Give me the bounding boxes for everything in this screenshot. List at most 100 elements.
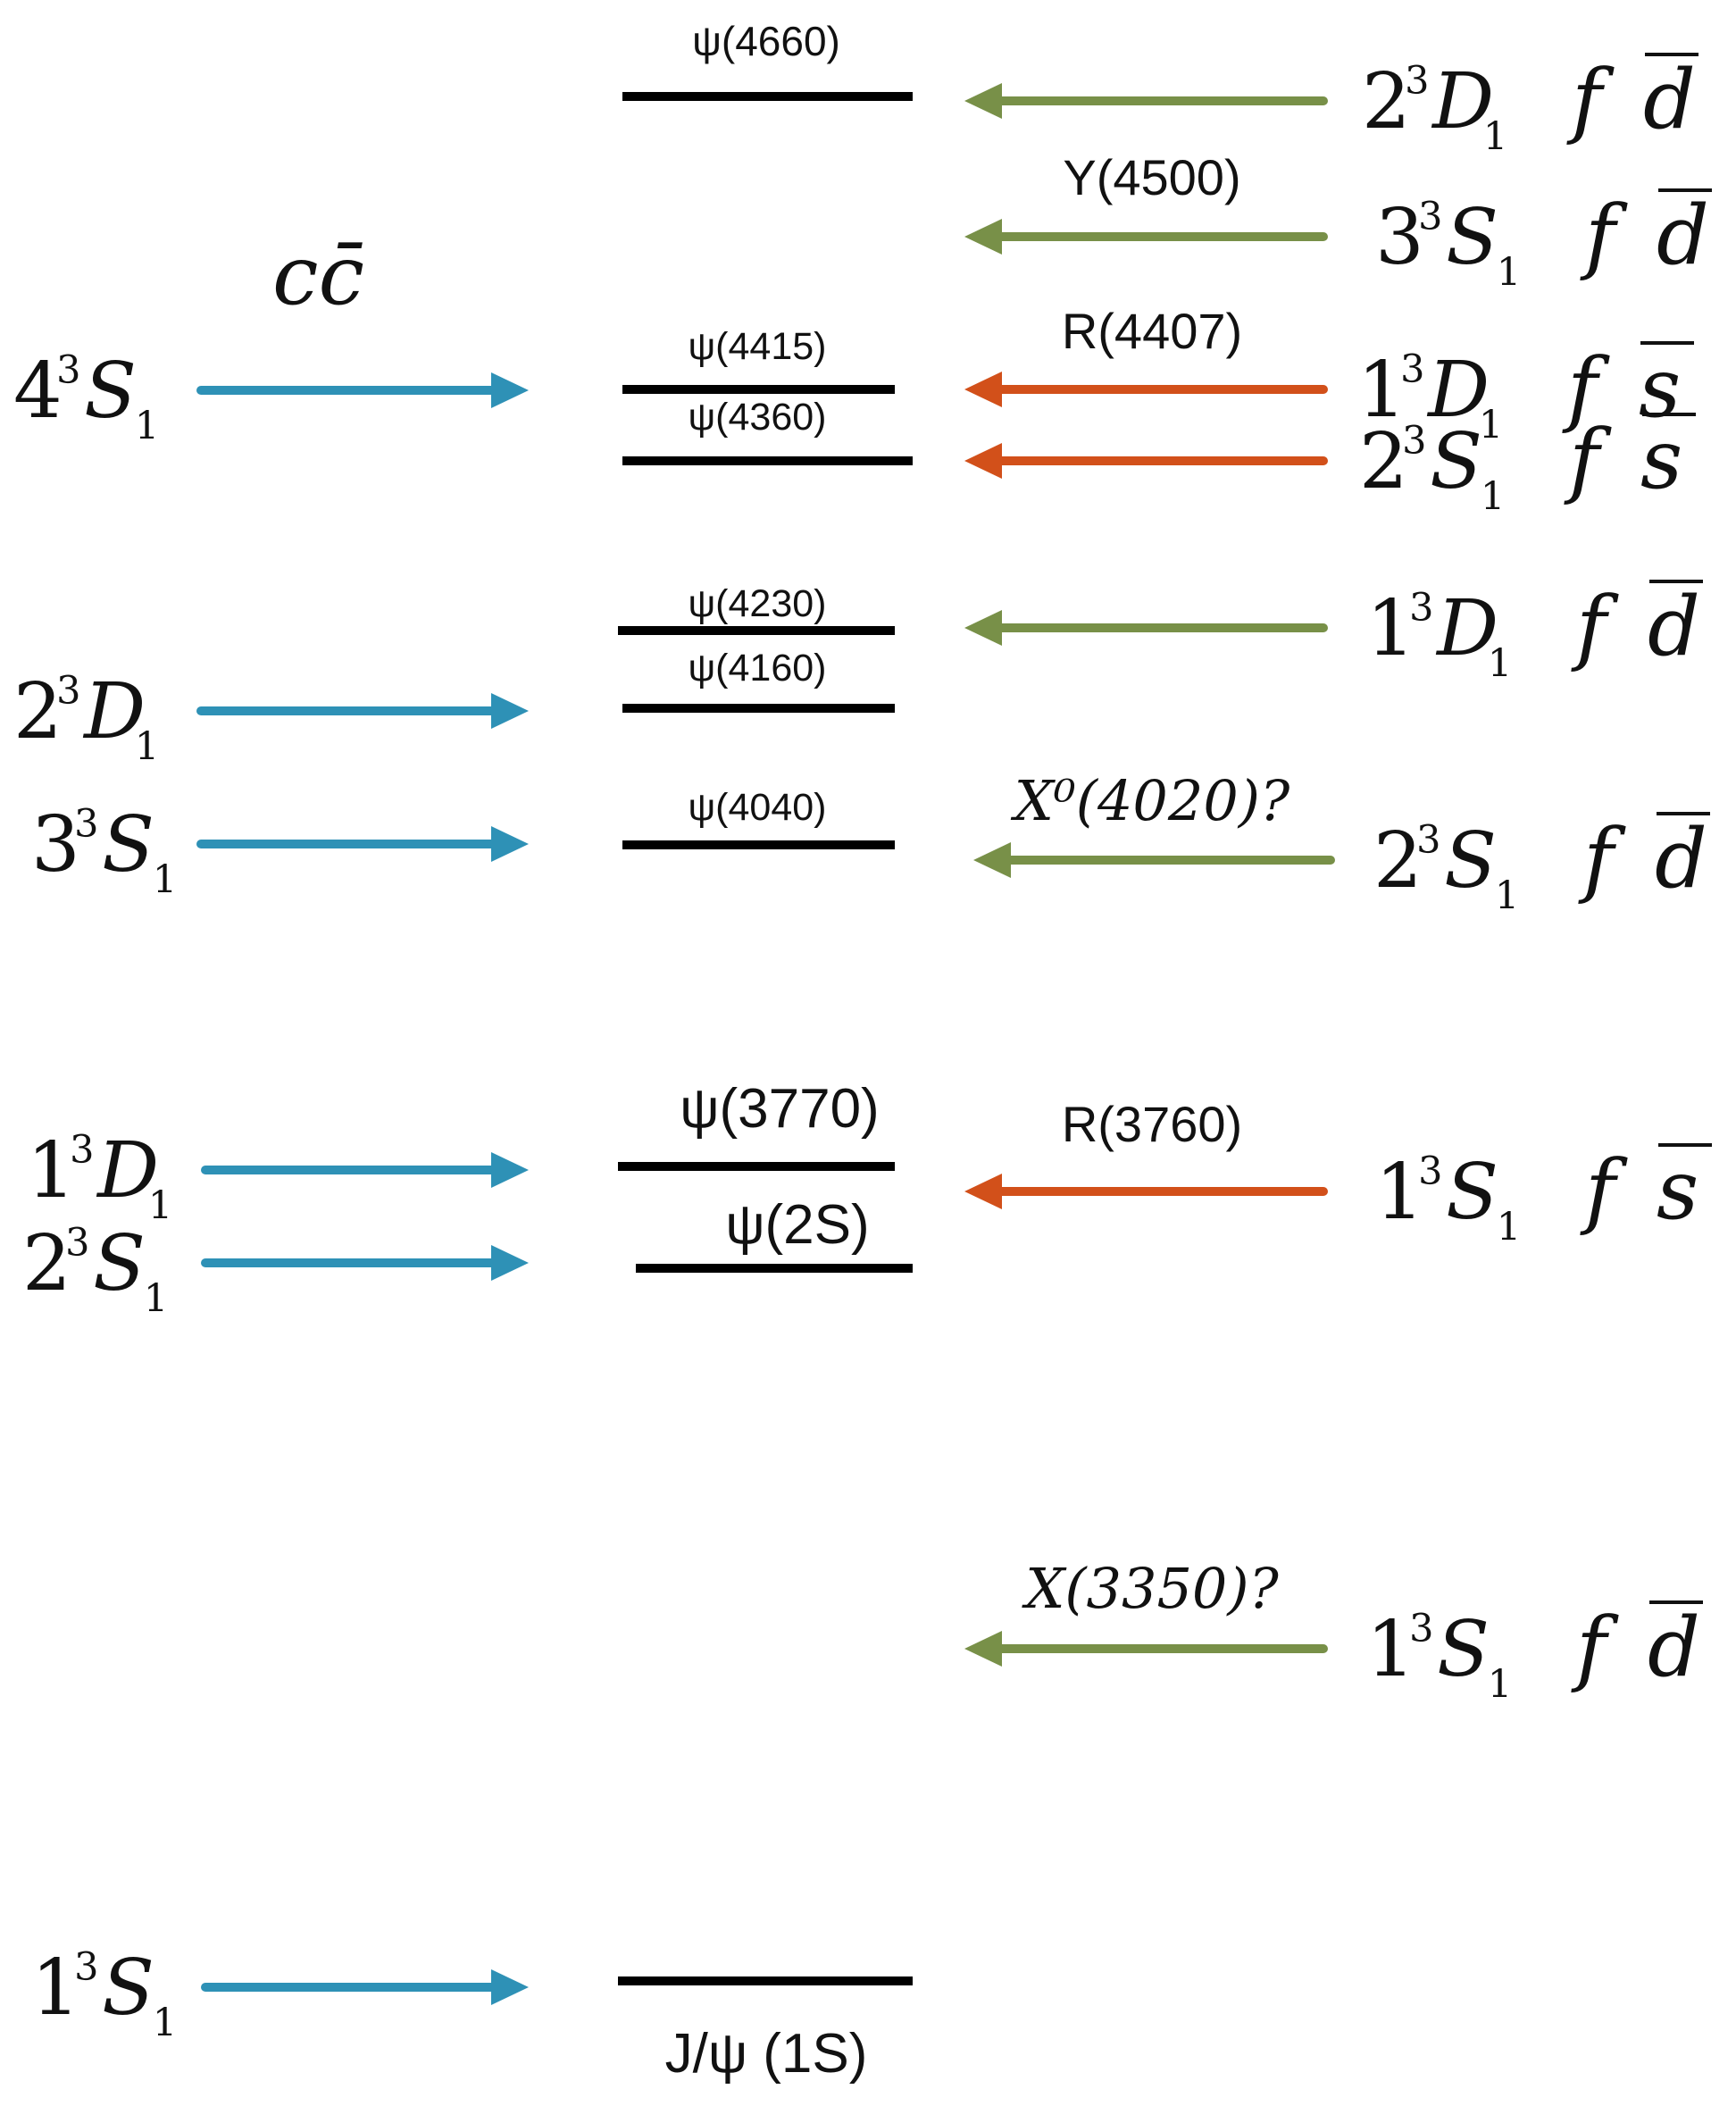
- energy-level: ψ(4360): [622, 396, 913, 465]
- orbital-letter: D: [1426, 346, 1490, 435]
- cc-arrow: [201, 1969, 529, 2005]
- spin-multiplicity: 3: [1416, 817, 1440, 862]
- spin-multiplicity: 3: [1400, 347, 1424, 391]
- principal-number: 2: [22, 1219, 71, 1308]
- principal-number: 1: [1357, 346, 1406, 435]
- cc-arrow: [196, 372, 529, 408]
- spin-multiplicity: 3: [1409, 1606, 1433, 1651]
- molecular-arrow: [973, 842, 1335, 878]
- total-j: 1: [1497, 1205, 1521, 1249]
- molecular-arrow: [964, 610, 1328, 646]
- orbital-letter: S: [1444, 816, 1497, 906]
- total-j: 1: [1479, 403, 1503, 447]
- total-j: 1: [153, 2001, 177, 2045]
- principal-number: 2: [1373, 816, 1423, 906]
- antiquark: d: [1648, 579, 1700, 674]
- resonance-label: R(3760): [1062, 1096, 1242, 1152]
- orbital-letter: S: [1437, 1605, 1490, 1694]
- orbital-letter: S: [84, 347, 137, 436]
- total-j: 1: [1488, 1662, 1512, 1707]
- f-quark: f: [1578, 811, 1626, 907]
- antiquark: d: [1657, 188, 1709, 283]
- total-j: 1: [1483, 114, 1507, 159]
- energy-level: ψ(4040): [622, 786, 895, 849]
- principal-number: 3: [1375, 193, 1424, 282]
- total-j: 1: [144, 1276, 168, 1321]
- total-j: 1: [1488, 641, 1512, 686]
- total-j: 1: [1497, 250, 1521, 295]
- resonance-label: X(3350)?: [1022, 1556, 1279, 1621]
- spin-multiplicity: 3: [1409, 585, 1433, 630]
- level-label: ψ(4660): [692, 18, 840, 64]
- orbital-letter: D: [1431, 57, 1494, 146]
- antiquark: s: [1640, 412, 1682, 507]
- resonance-label: R(4407): [1062, 303, 1242, 359]
- cc-arrow: [196, 693, 529, 729]
- principal-number: 2: [13, 667, 63, 756]
- principal-number: 4: [13, 347, 63, 436]
- level-label: ψ(2S): [725, 1194, 869, 1256]
- spin-multiplicity: 3: [56, 668, 80, 713]
- orbital-letter: S: [1446, 193, 1498, 282]
- antiquark: s: [1639, 340, 1681, 436]
- energy-level: ψ(2S): [636, 1194, 913, 1273]
- f-quark: f: [1564, 412, 1612, 507]
- cc-arrow: [196, 826, 529, 862]
- orbital-letter: S: [1446, 1148, 1498, 1237]
- level-label: ψ(4040): [689, 786, 827, 829]
- resonance-label: X⁰(4020)?: [1011, 768, 1290, 833]
- principal-number: 3: [31, 800, 80, 890]
- orbital-letter: D: [82, 667, 146, 756]
- total-j: 1: [148, 1183, 172, 1228]
- orbital-letter: S: [102, 1943, 154, 2033]
- antiquark: d: [1655, 811, 1707, 907]
- spin-multiplicity: 3: [65, 1220, 89, 1265]
- total-j: 1: [135, 724, 159, 769]
- antiquark: s: [1657, 1142, 1698, 1238]
- spin-multiplicity: 3: [74, 801, 98, 846]
- cc-bar-title: cc̄: [272, 228, 364, 323]
- total-j: 1: [153, 857, 177, 902]
- level-label: ψ(4360): [689, 396, 827, 439]
- spin-multiplicity: 3: [1418, 1149, 1442, 1193]
- principal-number: 1: [1366, 1605, 1415, 1694]
- spin-multiplicity: 3: [1418, 194, 1442, 238]
- f-quark: f: [1566, 52, 1615, 147]
- level-label: ψ(3770): [680, 1078, 879, 1140]
- cc-arrow: [201, 1152, 529, 1188]
- cc-arrow: [201, 1245, 529, 1281]
- energy-level: ψ(4160): [622, 647, 895, 713]
- principal-number: 2: [1362, 57, 1411, 146]
- molecular-arrow: [964, 83, 1328, 119]
- energy-level: ψ(4660): [622, 18, 913, 101]
- energy-level: ψ(4415): [622, 325, 895, 394]
- principal-number: 1: [31, 1943, 80, 2033]
- energy-level: J/ψ (1S): [618, 1976, 913, 2085]
- molecular-arrow: [964, 219, 1328, 255]
- molecular-arrow: [964, 372, 1328, 407]
- total-j: 1: [1495, 873, 1519, 918]
- energy-level: ψ(3770): [618, 1078, 895, 1171]
- level-label: ψ(4415): [689, 325, 827, 368]
- orbital-letter: S: [1430, 417, 1482, 506]
